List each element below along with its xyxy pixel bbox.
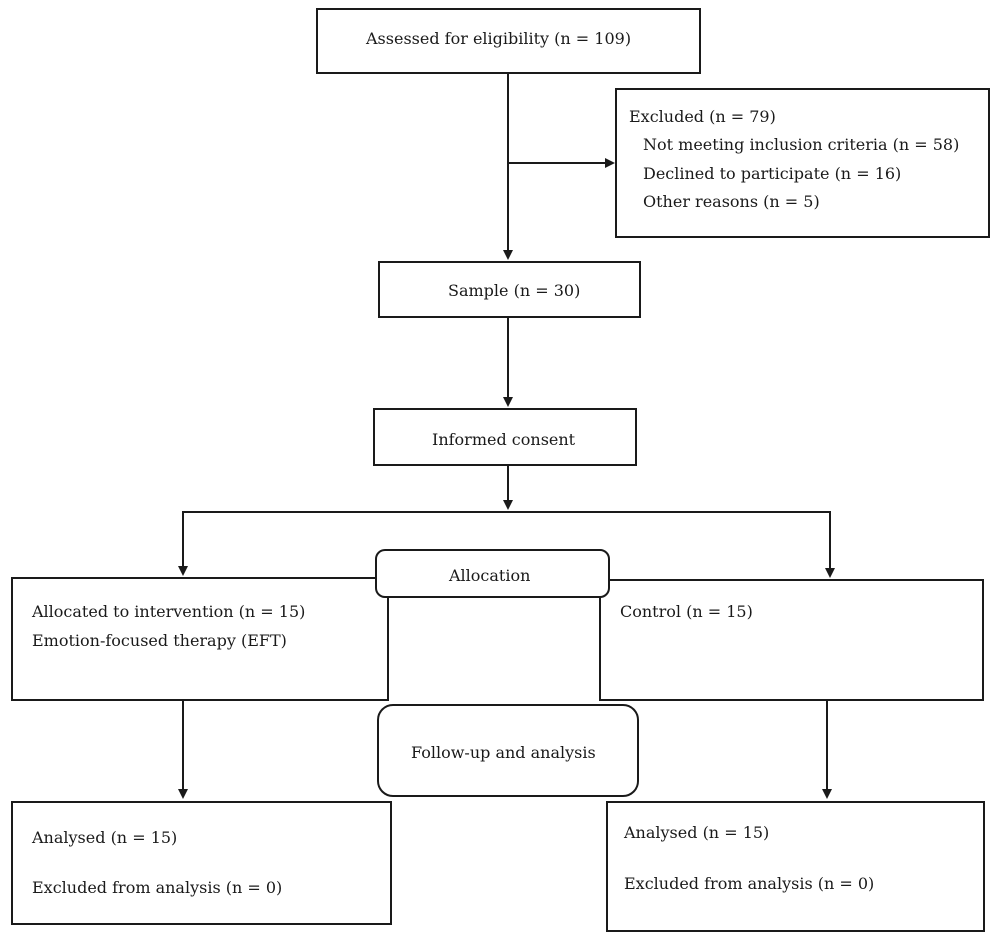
consent-box: Informed consent [373, 408, 637, 466]
eligibility-label: Assessed for eligibility (n = 109) [366, 29, 632, 48]
allocation-box: Allocation [375, 549, 610, 598]
excluded-reason-other: Other reasons (n = 5) [643, 192, 820, 211]
sample-box: Sample (n = 30) [378, 261, 641, 318]
consent-label: Informed consent [432, 430, 576, 449]
excluded-box: Excluded (n = 79) Not meeting inclusion … [615, 88, 990, 238]
intervention-line1: Allocated to intervention (n = 15) [32, 602, 306, 621]
control-box: Control (n = 15) [599, 579, 984, 701]
allocation-label: Allocation [449, 566, 531, 585]
excluded-reason-inclusion: Not meeting inclusion criteria (n = 58) [643, 135, 960, 154]
analysed-right-label: Analysed (n = 15) [624, 823, 770, 842]
control-label: Control (n = 15) [620, 602, 753, 621]
intervention-line2: Emotion-focused therapy (EFT) [32, 631, 287, 650]
excluded-title: Excluded (n = 79) [629, 107, 776, 126]
analysed-right-excluded: Excluded from analysis (n = 0) [624, 874, 875, 893]
analysed-right-box: Analysed (n = 15) Excluded from analysis… [606, 801, 985, 932]
followup-box: Follow-up and analysis [377, 704, 639, 797]
analysed-left-box: Analysed (n = 15) Excluded from analysis… [11, 801, 392, 925]
intervention-box: Allocated to intervention (n = 15) Emoti… [11, 577, 389, 701]
analysed-left-excluded: Excluded from analysis (n = 0) [32, 878, 283, 897]
sample-label: Sample (n = 30) [448, 281, 581, 300]
eligibility-box: Assessed for eligibility (n = 109) [316, 8, 701, 74]
analysed-left-label: Analysed (n = 15) [32, 828, 178, 847]
excluded-reason-declined: Declined to participate (n = 16) [643, 164, 902, 183]
followup-label: Follow-up and analysis [411, 743, 596, 762]
